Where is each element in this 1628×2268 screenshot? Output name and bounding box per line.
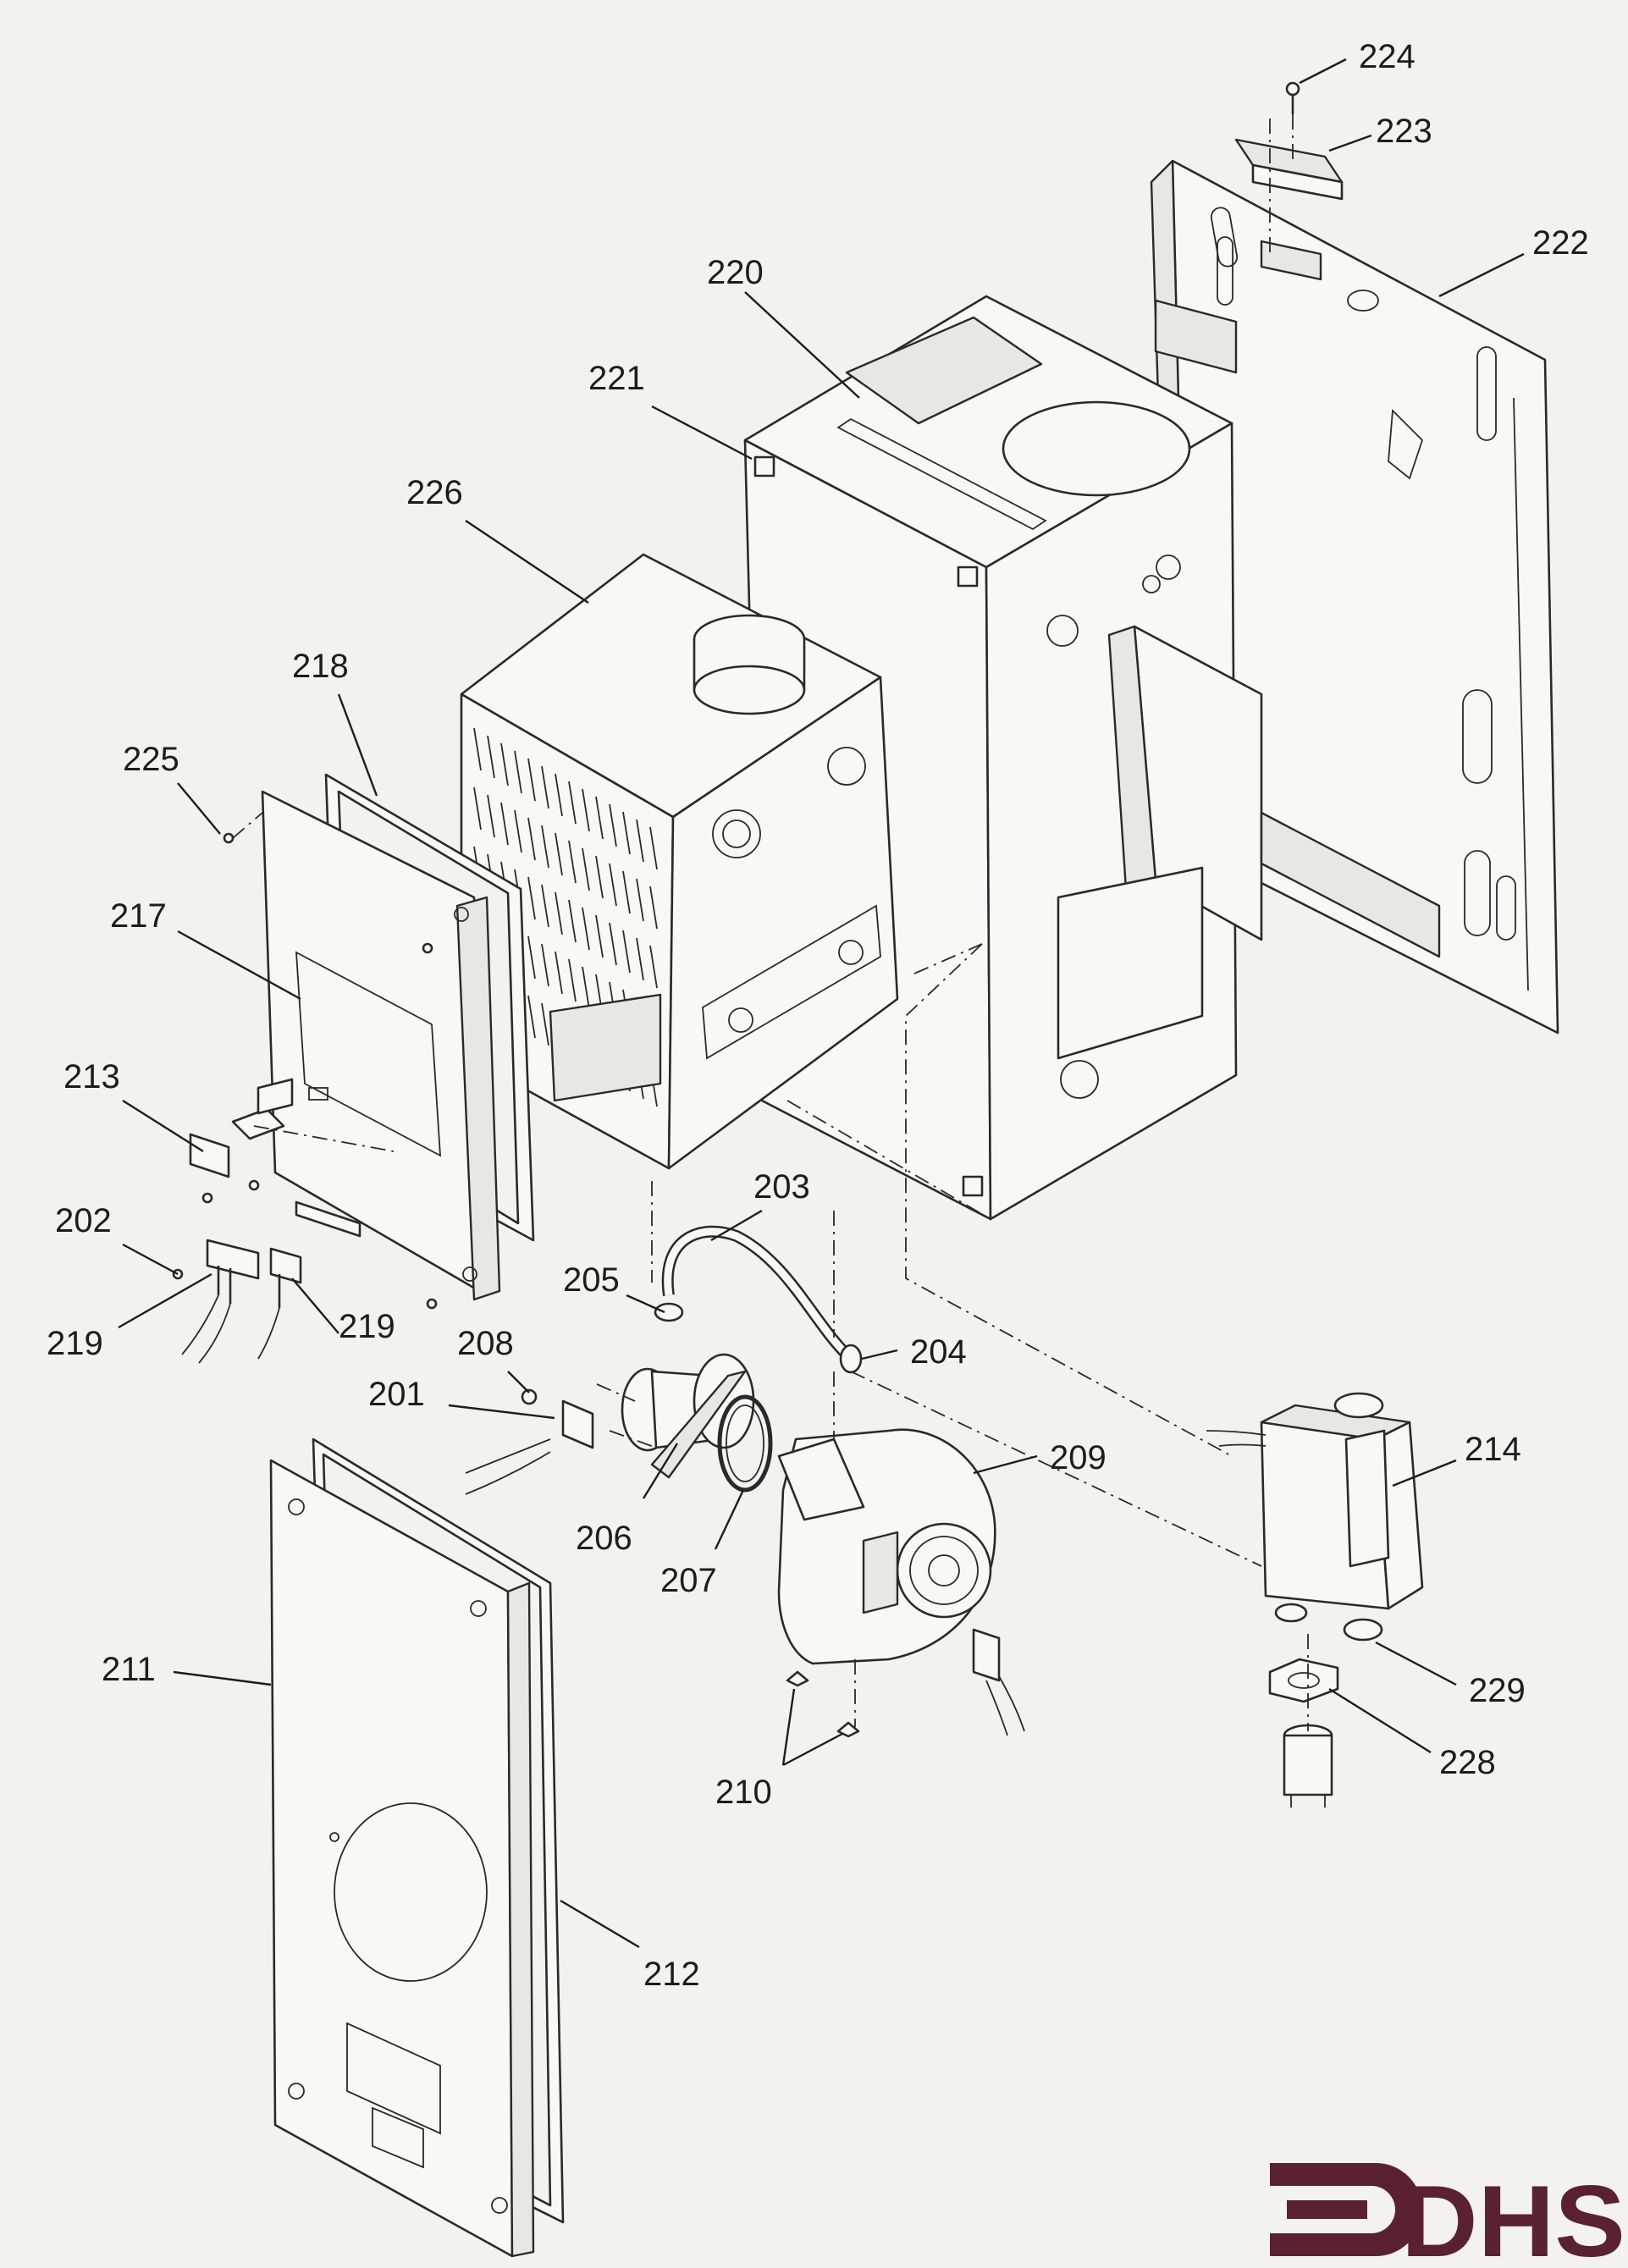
fin-line: [649, 826, 658, 870]
front-cover: [269, 1459, 535, 2258]
label-218: 218: [292, 648, 349, 685]
label-220: 220: [707, 254, 764, 291]
o-ring: [717, 1394, 773, 1493]
fin-line: [487, 794, 495, 838]
label-229: 229: [1469, 1672, 1526, 1709]
logo-mark-icon: [1270, 2163, 1422, 2256]
fin-line: [541, 765, 549, 809]
label-225: 225: [123, 741, 179, 778]
assembly-centerlines: [232, 114, 1309, 1731]
label-223: 223: [1376, 113, 1432, 150]
fin-line: [609, 863, 617, 907]
wing-nuts: [786, 1670, 860, 1738]
fin-line: [595, 796, 604, 840]
sensor: [465, 1388, 594, 1495]
fin-line: [568, 781, 577, 825]
label-203: 203: [753, 1168, 810, 1206]
fin-line: [649, 945, 658, 989]
small-screws: [172, 832, 438, 1310]
label-219-left: 219: [47, 1325, 103, 1362]
fin-line: [636, 819, 644, 863]
fin-line: [514, 809, 522, 853]
label-202: 202: [55, 1202, 112, 1239]
fin-line: [541, 1002, 549, 1046]
label-219-right: 219: [339, 1308, 395, 1345]
label-213: 213: [63, 1058, 120, 1095]
label-221: 221: [588, 360, 645, 397]
label-228: 228: [1439, 1744, 1496, 1781]
fin-line: [500, 802, 509, 846]
fin-line: [636, 878, 644, 922]
fin-line: [582, 966, 590, 1010]
fan: [777, 1428, 1025, 1736]
fin-line: [527, 935, 536, 979]
fin-line: [622, 930, 631, 974]
pipe: [654, 1225, 863, 1374]
fin-line: [555, 832, 563, 876]
fin-line: [595, 855, 604, 899]
logo-bar-icon: [1287, 2200, 1367, 2219]
label-222: 222: [1532, 224, 1589, 262]
label-214: 214: [1465, 1431, 1521, 1468]
fin-line: [555, 951, 563, 995]
label-205: 205: [563, 1261, 620, 1299]
label-201: 201: [368, 1376, 425, 1413]
venturi: [621, 1353, 755, 1479]
label-206: 206: [576, 1520, 632, 1557]
fin-line: [527, 817, 536, 861]
fin-line: [568, 840, 577, 884]
fin-line: [541, 943, 549, 987]
label-211: 211: [102, 1651, 156, 1688]
label-217: 217: [110, 897, 167, 935]
leader-lines: [118, 58, 1525, 1949]
fin-line: [473, 727, 482, 771]
sensor-bracket: [189, 1078, 294, 1178]
fin-line: [473, 786, 482, 830]
fin-line: [636, 937, 644, 981]
fin-line: [582, 788, 590, 832]
fin-line: [582, 847, 590, 891]
electrode-bracket-right: [257, 1247, 302, 1360]
fin-line: [622, 811, 631, 855]
top-clip: [1234, 138, 1344, 281]
fin-line: [609, 803, 617, 847]
fin-line: [595, 914, 604, 958]
fin-line: [568, 958, 577, 1002]
label-210: 210: [715, 1774, 772, 1811]
fin-line: [541, 825, 549, 869]
label-226: 226: [406, 474, 463, 511]
fin-line: [555, 773, 563, 817]
fin-line: [649, 886, 658, 930]
fin-line: [487, 735, 495, 779]
fin-line: [500, 742, 509, 786]
top-screw: [1285, 81, 1300, 114]
pipe-fitting: [1283, 1724, 1333, 1807]
electrode-bracket-left: [181, 1239, 260, 1364]
label-212: 212: [643, 1956, 700, 1993]
fin-line: [568, 899, 577, 943]
fin-line: [555, 891, 563, 935]
fin-line: [527, 876, 536, 920]
fin-line: [582, 907, 590, 951]
label-209: 209: [1050, 1439, 1106, 1476]
fin-line: [609, 922, 617, 966]
label-204: 204: [910, 1333, 967, 1371]
front-frame: [261, 790, 501, 1301]
hex-nut: [1268, 1658, 1339, 1703]
fin-line: [541, 884, 549, 928]
gas-valve: [1206, 1392, 1424, 1642]
label-208: 208: [457, 1325, 514, 1362]
dhs-logo: DHS: [1270, 2163, 1625, 2268]
fin-line: [527, 995, 536, 1039]
label-207: 207: [660, 1562, 717, 1599]
fin-line: [514, 750, 522, 794]
fin-line: [622, 870, 631, 914]
label-224: 224: [1359, 38, 1416, 75]
part-labels: 224 223 222 220 221 226 218 225 217 213 …: [47, 38, 1589, 1993]
fin-line: [527, 758, 536, 802]
logo-text: DHS: [1401, 2165, 1625, 2268]
